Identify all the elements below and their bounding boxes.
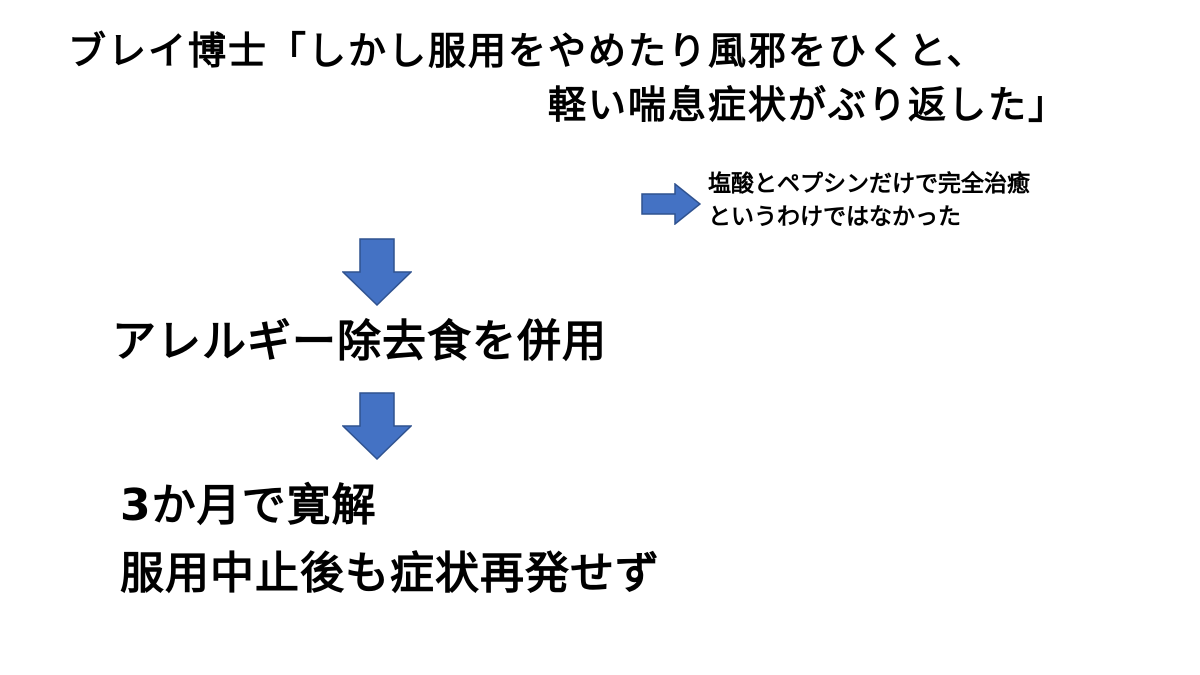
down-arrow-icon [342,392,412,460]
step-no-recurrence: 服用中止後も症状再発せず [120,548,660,599]
down-arrow-shape-2 [342,392,412,460]
right-arrow-icon [641,183,701,225]
down-arrow-icon [342,238,412,306]
step-remission: 3か月で寛解 [120,480,377,531]
right-arrow-shape [641,183,701,225]
title-line-1: ブレイ博士「しかし服用をやめたり風邪をひくと、 [68,29,987,73]
title-line-2: 軽い喘息症状がぶり返した」 [547,83,1068,127]
note-line-1: 塩酸とペプシンだけで完全治癒 [708,171,1030,197]
step-elimination-diet: アレルギー除去食を併用 [112,316,607,367]
note-line-2: というわけではなかった [708,204,961,230]
note: 塩酸とペプシンだけで完全治癒 というわけではなかった [708,168,1030,234]
down-arrow-shape-1 [342,238,412,306]
